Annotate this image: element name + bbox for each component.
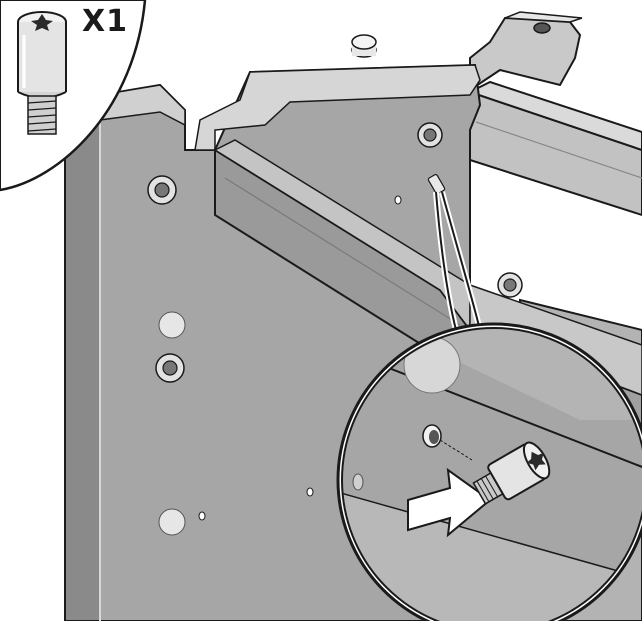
panel-fasteners [147,122,523,536]
shoulder-screw-icon [17,11,67,135]
right-top-bracket [469,11,583,92]
quantity-label: X1 [82,4,129,39]
parts-callout [0,0,147,192]
detail-leader [433,191,483,331]
arrow-icon [407,467,492,538]
shoulder-screw-icon [472,441,551,505]
upper-cross-beam [467,80,642,217]
